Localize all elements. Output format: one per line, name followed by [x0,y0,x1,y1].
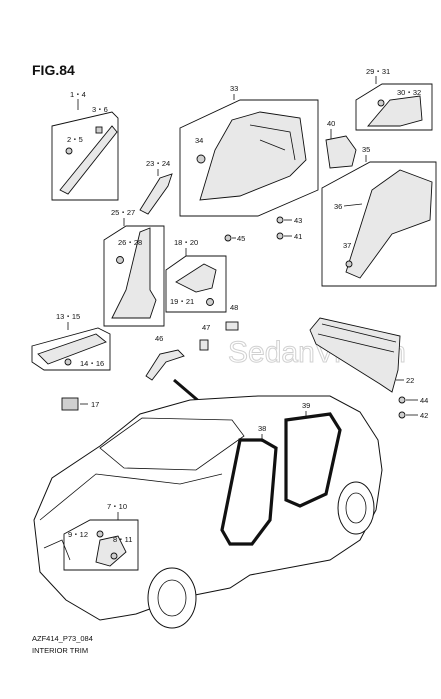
luggage-side-trim [345,169,433,279]
clip-26-28 [116,256,124,264]
callout-2-5: 2・5 [67,135,83,144]
part-group-33: 33 34 [179,84,319,217]
rear-door-seal-39 [284,412,342,508]
callout-36: 36 [334,202,342,211]
clip-3-6 [95,126,103,134]
clip-30-32 [377,99,385,107]
clip-2-5 [65,147,73,155]
diagram-caption: INTERIOR TRIM [32,646,88,655]
callout-25-27: 25・27 [111,208,135,217]
part-group-40: 40 [325,119,357,169]
part-group-23-24: 23・24 [139,159,173,215]
part-group-13-15: 13・15 14・16 [31,312,111,371]
diagram-code: AZF414_P73_084 [32,634,93,643]
door-seals: 38 39 [220,401,342,546]
clip-8-11 [110,552,118,560]
part-46 [145,349,185,381]
part-box-29-31 [355,83,433,131]
callout-8-11: 8・11 [113,535,132,544]
front-door-seal-38 [220,438,278,546]
clip-37 [345,260,353,268]
part-group-22: 22 44 42 [309,317,428,420]
callout-26-28: 26・28 [118,238,142,247]
callout-23-24: 23・24 [146,159,170,168]
callout-35: 35 [362,145,370,154]
callout-33: 33 [230,84,238,93]
front-wheel [147,567,197,629]
callout-47: 47 [202,323,210,332]
callout-9-12: 9・12 [68,530,88,539]
rear-wheel [337,481,375,535]
callout-48: 48 [230,303,238,312]
b-pillar-lower-trim [111,227,157,319]
clip-44 [398,396,406,404]
callout-22: 22 [406,376,414,385]
part-group-7-10: 7・10 9・12 8・11 [63,502,139,571]
part-box-18-20 [165,255,227,313]
parts-46-48: 48 47 46 [145,303,239,381]
callout-44: 44 [420,396,428,405]
clip-14-16 [64,358,72,366]
part-group-18-20: 18・20 19・21 [165,238,227,313]
trim-18-20 [175,263,217,293]
part-17 [61,397,79,411]
clip-19-21 [206,298,214,306]
trim-29-31 [367,95,423,127]
part-box-25-27 [103,225,165,327]
callout-38: 38 [258,424,266,433]
part-47 [199,339,209,351]
callout-43: 43 [294,216,302,225]
callout-13-15: 13・15 [56,312,80,321]
part-box-1-4 [51,111,119,201]
callout-18-20: 18・20 [174,238,198,247]
b-pillar-upper-trim [139,173,173,215]
clip-34 [196,154,206,164]
part-box-13-15 [31,327,111,371]
fastener-43 [276,216,284,224]
callout-41: 41 [294,232,302,241]
callout-7-10: 7・10 [107,502,127,511]
part-group-25-27: 25・27 26・28 [103,208,165,327]
part-group-1-4: 1・4 3・6 2・5 [51,90,119,201]
callout-1-4: 1・4 [70,90,86,99]
windshield [99,417,245,471]
part-group-29-31: 29・31 30・32 [355,67,433,131]
callout-45: 45 [237,234,245,243]
clip-9-12 [96,530,104,538]
part-box-33 [179,99,319,217]
quarter-trim-panel [199,111,307,201]
part-group-17: 17 [61,397,99,411]
callout-37: 37 [343,241,351,250]
scuff-plate [37,333,107,365]
fasteners-41-45: 43 45 41 [224,216,302,243]
callout-46: 46 [155,334,163,343]
callout-40: 40 [327,119,335,128]
clip-42 [398,411,406,419]
callout-19-21: 19・21 [170,297,194,306]
callout-17: 17 [91,400,99,409]
part-group-35: 35 36 37 [321,145,437,287]
fastener-45 [224,234,232,242]
callout-14-16: 14・16 [80,359,104,368]
callout-29-31: 29・31 [366,67,390,76]
car-outline [33,395,383,621]
part-box-35 [321,161,437,287]
car-body [33,395,383,629]
trim-7-10 [95,535,127,567]
cover-40 [325,135,357,169]
part-box-7-10 [63,519,139,571]
callout-34: 34 [195,136,203,145]
a-pillar-trim [59,125,118,195]
callout-3-6: 3・6 [92,105,108,114]
fastener-41 [276,232,284,240]
rear-end-trim [309,317,401,393]
part-48 [225,321,239,331]
figure-title: FIG.84 [32,62,75,78]
callout-39: 39 [302,401,310,410]
callout-30-32: 30・32 [397,88,421,97]
callout-42: 42 [420,411,428,420]
